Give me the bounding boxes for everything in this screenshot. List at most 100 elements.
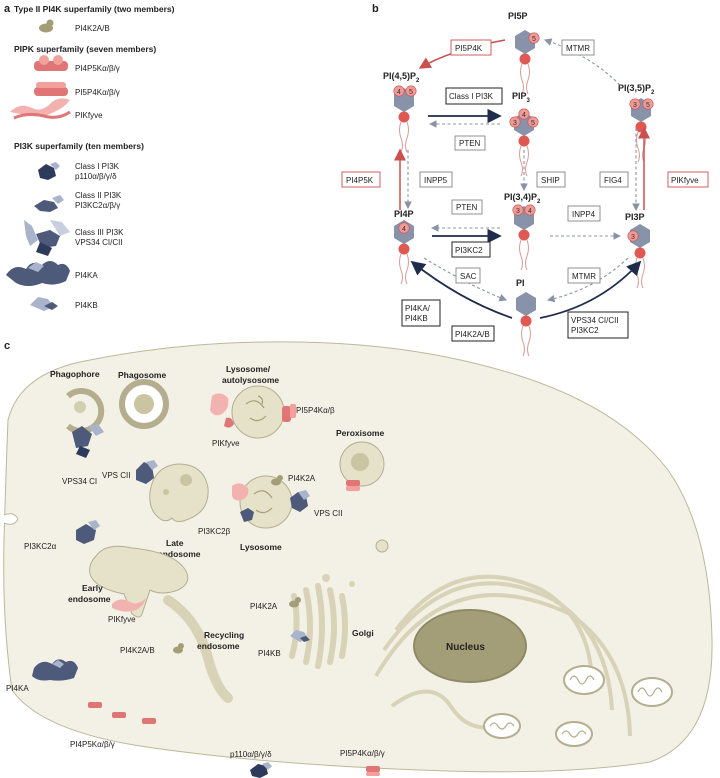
arrow-pi3p-to-pi: [546, 257, 629, 303]
lipid-label-pi5p: PI5P: [508, 11, 528, 21]
enzyme-box-ship: SHIP: [536, 171, 566, 188]
pipk-item-pikfyve: PIKfyve: [75, 111, 103, 120]
organelle-phagosome: Phagosome: [118, 370, 166, 380]
enzyme-box-mtmr-top: MTMR: [561, 39, 595, 56]
phosphate-label: 5: [409, 89, 413, 96]
vps-cii-late-icon: [136, 460, 158, 484]
enzyme-box-pi4ka-pi4kb: PI4KA/PI4KB: [401, 299, 441, 327]
enzyme-box-pi5p4k: PI5P4K: [450, 39, 492, 56]
svg-text:Class I PI3K: Class I PI3K: [449, 92, 494, 101]
svg-text:PI3KC2: PI3KC2: [455, 246, 483, 255]
nucleus-shape: [413, 609, 527, 683]
cell-label-pi3kc2a: PI3KC2α: [24, 542, 57, 551]
cell-label-pi4ka-pm: PI4KA: [6, 684, 29, 693]
type2-header: Type II PI4K superfamily (two members): [14, 4, 175, 14]
pi3k-item-class2-l2: PI3KC2α/β/γ: [75, 201, 120, 210]
pi3k-item-class2-l1: Class II PI3K: [75, 191, 122, 200]
enzyme-box-pi4p5k: PI4P5K: [341, 171, 381, 188]
organelle-lysosome: Lysosome: [240, 542, 282, 552]
class1-pi3k-icon: [38, 162, 60, 180]
phosphate-label: 3: [516, 208, 520, 215]
pi4ka-pm-icon: [32, 659, 78, 681]
cell-label-pi4p5k-pm: PI4P5Kα/β/γ: [70, 740, 115, 749]
phosphate-label: 4: [528, 208, 532, 215]
class3-pi3k-icon: [24, 220, 70, 256]
cell-label-vpscii-late: VPS CII: [102, 471, 130, 480]
pi4ka-icon: [6, 261, 70, 286]
cell-label-pikfyve-early: PIKfyve: [108, 615, 136, 624]
phosphate-label: 3: [633, 102, 637, 109]
svg-text:PI5P4K: PI5P4K: [455, 44, 483, 53]
pipk-peroxisome-icon: [346, 480, 360, 491]
pikfyve-early-icon: [112, 598, 146, 612]
organelle-late-endosome-l1: Late: [166, 538, 184, 548]
enzyme-box-pi3kc2: PI3KC2: [451, 241, 491, 258]
svg-text:PI3KC2: PI3KC2: [571, 326, 599, 335]
enzyme-box-pikfyve: PIKfyve: [667, 171, 709, 188]
pi3k-item-class3-l1: Class III PI3K: [75, 228, 124, 237]
phosphate-5: [527, 116, 539, 128]
autolysosome-shape: [231, 385, 285, 439]
svg-text:PTEN: PTEN: [456, 203, 478, 212]
cell-label-pi4k2a-golgi: PI4K2A: [250, 602, 278, 611]
svg-text:PI4KA/: PI4KA/: [405, 304, 431, 313]
pipk-header: PIPK superfamily (seven members): [14, 44, 156, 54]
lipid-pi3p: 3: [627, 224, 650, 289]
golgi-stack: [289, 583, 348, 669]
panel-label-c: c: [4, 340, 10, 352]
lipid-pip3: 345: [509, 108, 539, 177]
svg-text:INPP4: INPP4: [572, 210, 596, 219]
svg-text:INPP5: INPP5: [424, 176, 448, 185]
svg-text:PTEN: PTEN: [459, 139, 481, 148]
panel-label-b: b: [372, 3, 379, 15]
plasma-membrane: [3, 341, 713, 773]
organelle-lysosome-autolysosome-l2: autolysosome: [222, 375, 279, 385]
pipk-item-pi4p5k: PI4P5Kα/β/γ: [75, 64, 120, 73]
phosphate-4: [518, 108, 530, 120]
enzyme-box-class1-pi3k: Class I PI3K: [445, 87, 503, 105]
svg-text:MTMR: MTMR: [572, 272, 596, 281]
lipid-label-pi4p: PI4P: [394, 209, 414, 219]
organelle-nucleus: Nucleus: [446, 642, 485, 653]
svg-text:VPS34 CI/CII: VPS34 CI/CII: [571, 316, 619, 325]
lipid-label-pi35p2: PI(3,5)P2: [618, 83, 655, 96]
cell-label-vps34ci: VPS34 CI: [62, 477, 97, 486]
enzyme-box-mtmr-bot: MTMR: [567, 267, 601, 284]
pi4p5k-pm-icon: [88, 702, 156, 724]
pipk-item-pi5p4k: PI5P4Kα/β/γ: [75, 88, 120, 97]
pi5p4k-pm-icon: [366, 766, 380, 776]
organelle-golgi: Golgi: [352, 628, 374, 638]
pi3k-item-pi4ka: PI4KA: [75, 271, 98, 280]
pi4kb-golgi-icon: [290, 630, 310, 642]
cell-label-p110: p110α/β/γ/δ: [230, 750, 272, 759]
pi3k-item-class1-l1: Class I PI3K: [75, 162, 120, 171]
lipid-label-pi: PI: [516, 278, 525, 288]
enzyme-box-fig4: FIG4: [599, 171, 629, 188]
phosphate-4: [393, 85, 405, 97]
organelle-recycling-endosome-l1: Recycling: [204, 630, 244, 640]
lipid-label-pi3p: PI3P: [625, 212, 645, 222]
membrane-indent: [3, 513, 19, 525]
pi4p5k-icon: [34, 55, 68, 71]
late-endosome-shape: [149, 463, 209, 523]
organelle-late-endosome-l2: endosome: [158, 549, 201, 559]
lipid-pi: [516, 292, 536, 357]
cell-label-vpscii-lys: VPS CII: [314, 509, 342, 518]
cell-label-pi4kb-golgi: PI4KB: [258, 649, 281, 658]
organelle-early-endosome-l1: Early: [82, 583, 103, 593]
panel-a-legend: a Type II PI4K superfamily (two members)…: [4, 3, 175, 311]
organelle-recycling-endosome-l2: endosome: [197, 641, 240, 651]
pi4k2ab-rec-icon: [173, 643, 184, 654]
pi3k-header: PI3K superfamily (ten members): [14, 141, 144, 151]
svg-text:PIKfyve: PIKfyve: [671, 176, 699, 185]
pi4k2a-lys-icon: [271, 475, 283, 486]
phosphate-5: [405, 85, 417, 97]
arrow-pi35p2-to-pi5p: [543, 38, 621, 86]
svg-text:SHIP: SHIP: [541, 176, 560, 185]
phagophore-cargo: [74, 401, 86, 413]
